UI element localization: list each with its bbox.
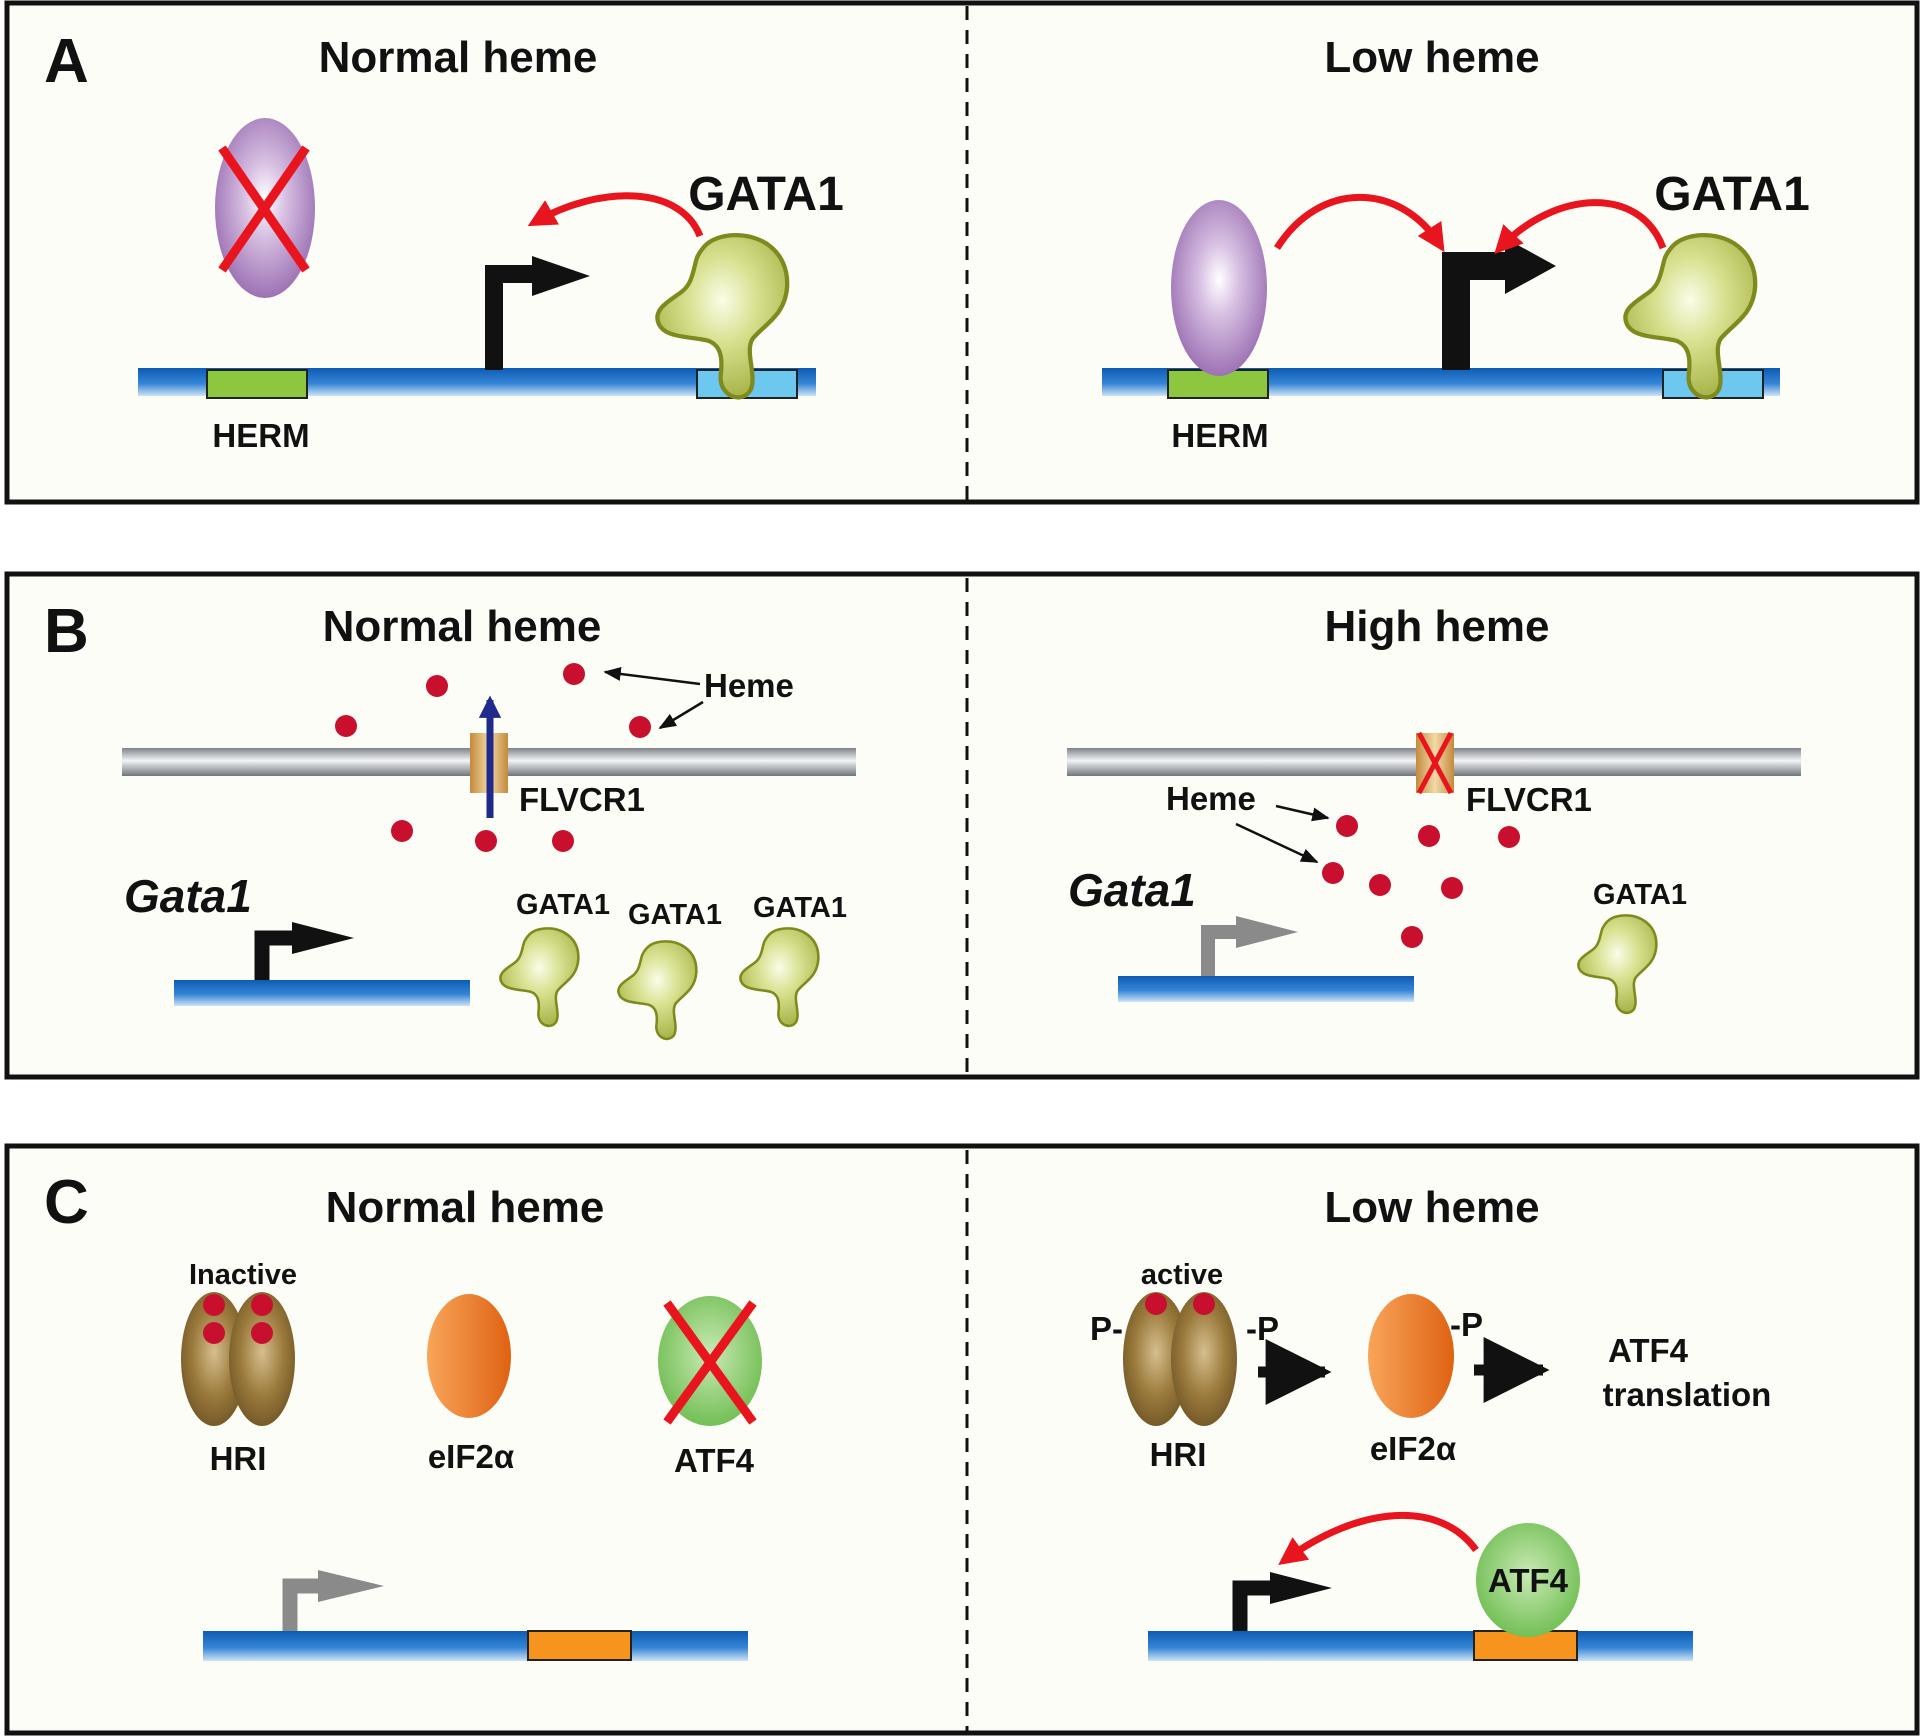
flvcr1-label: FLVCR1 — [519, 781, 645, 818]
flvcr1-label: FLVCR1 — [1466, 781, 1592, 818]
panel-b: B Normal heme High heme FLVCR1 Heme Gata… — [4, 571, 1920, 1080]
heme-dot — [1145, 1293, 1167, 1315]
dna-strand — [1148, 1631, 1693, 1661]
eif2a-label: eIF2α — [428, 1438, 514, 1475]
heme-dot — [1193, 1293, 1215, 1315]
heme-dot — [203, 1322, 225, 1344]
heme-label: Heme — [1166, 780, 1256, 817]
heme-dot — [251, 1294, 273, 1316]
phosphate-label: -P — [1246, 1310, 1279, 1347]
hri-state-label: active — [1141, 1259, 1223, 1291]
promoter-arrow-icon — [282, 1578, 322, 1631]
atf4-binding-site — [527, 1630, 632, 1661]
panel-title-right: Low heme — [1324, 1183, 1539, 1232]
panel-title-left: Normal heme — [319, 33, 598, 82]
heme-label: Heme — [704, 667, 794, 704]
promoter-arrow-icon — [1232, 1580, 1274, 1631]
gata1-label: GATA1 — [753, 892, 847, 924]
panel-letter: B — [44, 597, 89, 666]
gata1-label: GATA1 — [516, 889, 610, 921]
atf4-label: ATF4 — [674, 1442, 755, 1479]
heme-dot — [251, 1322, 273, 1344]
promoter-arrow-icon — [485, 265, 540, 370]
heme-molecules — [1322, 815, 1520, 948]
pointer-arrow-icon — [1235, 822, 1319, 864]
promoter-arrowhead-icon — [292, 922, 354, 954]
activation-arrow-icon — [1494, 199, 1667, 255]
heme-dot — [1369, 874, 1391, 896]
panel-title-right: High heme — [1325, 602, 1550, 651]
heme-dot — [203, 1294, 225, 1316]
gene-label: Gata1 — [124, 870, 252, 922]
gata1-label: GATA1 — [1593, 879, 1687, 911]
heme-molecules — [335, 663, 651, 852]
pointer-arrow-icon — [658, 700, 704, 730]
promoter-arrowhead-icon — [318, 1570, 384, 1602]
heme-dot — [1401, 926, 1423, 948]
atf4-label: ATF4 — [1488, 1562, 1569, 1599]
panel-title-left: Normal heme — [323, 602, 602, 651]
herm-element — [206, 369, 308, 399]
heme-dot — [335, 715, 357, 737]
promoter-arrow-icon — [1442, 252, 1512, 370]
translation-label-line2: translation — [1603, 1376, 1772, 1413]
heme-dot — [1441, 877, 1463, 899]
blocked-x-icon — [1416, 731, 1454, 795]
inhibition-x-icon — [218, 145, 310, 273]
dna-strand — [174, 980, 470, 1006]
translation-label-line1: ATF4 — [1608, 1332, 1689, 1369]
promoter-arrow-icon — [1201, 925, 1240, 976]
herm-label: HERM — [212, 417, 309, 454]
hri-label: HRI — [210, 1440, 267, 1477]
eif2a-label: eIF2α — [1370, 1430, 1456, 1467]
panel-a: A Normal heme Low heme HERM GATA1 HERM G… — [4, 0, 1920, 505]
panel-letter: A — [44, 27, 89, 96]
heme-dot — [475, 830, 497, 852]
heme-dot — [1336, 815, 1358, 837]
heme-dot — [426, 675, 448, 697]
promoter-arrowhead-icon — [1236, 916, 1298, 948]
gata1-label: GATA1 — [628, 899, 722, 931]
panel-title-right: Low heme — [1324, 33, 1539, 82]
herm-binding-protein — [1171, 200, 1267, 376]
hri-kinase-dimer — [1123, 1292, 1237, 1426]
heme-dot — [1322, 862, 1344, 884]
promoter-arrow-icon — [254, 930, 296, 980]
heme-dot — [563, 663, 585, 685]
gata1-label: GATA1 — [688, 168, 844, 221]
atf4-protein — [1476, 1523, 1580, 1637]
activation-arrow-icon — [527, 192, 704, 238]
panel-title-left: Normal heme — [326, 1183, 605, 1232]
heme-dot — [391, 820, 413, 842]
hri-label: HRI — [1150, 1436, 1207, 1473]
promoter-arrowhead-icon — [1270, 1572, 1332, 1604]
heme-dot — [1418, 825, 1440, 847]
activation-arrow-icon — [1278, 1512, 1479, 1565]
dna-strand — [203, 1631, 748, 1661]
promoter-arrowhead-icon — [532, 256, 590, 296]
panel-letter: C — [44, 1168, 89, 1237]
herm-label: HERM — [1171, 417, 1268, 454]
eif2a-protein — [427, 1294, 511, 1418]
dna-strand — [1118, 976, 1414, 1002]
heme-dot — [629, 716, 651, 738]
eif2a-protein — [1368, 1294, 1454, 1418]
gene-label: Gata1 — [1068, 864, 1196, 916]
phosphate-label: P- — [1090, 1310, 1123, 1347]
phosphate-label: -P — [1450, 1306, 1483, 1343]
hri-state-label: Inactive — [189, 1259, 297, 1291]
gata1-label: GATA1 — [1654, 168, 1810, 221]
hri-kinase-dimer — [181, 1292, 295, 1426]
activation-arrow-icon — [1274, 193, 1445, 253]
heme-dot — [1498, 826, 1520, 848]
heme-dot — [552, 830, 574, 852]
panel-c: C Normal heme Low heme Inactive HRI eIF2… — [4, 1143, 1920, 1736]
pointer-arrow-icon — [1275, 804, 1330, 822]
inhibition-x-icon — [663, 1300, 757, 1425]
pointer-arrow-icon — [603, 667, 701, 686]
